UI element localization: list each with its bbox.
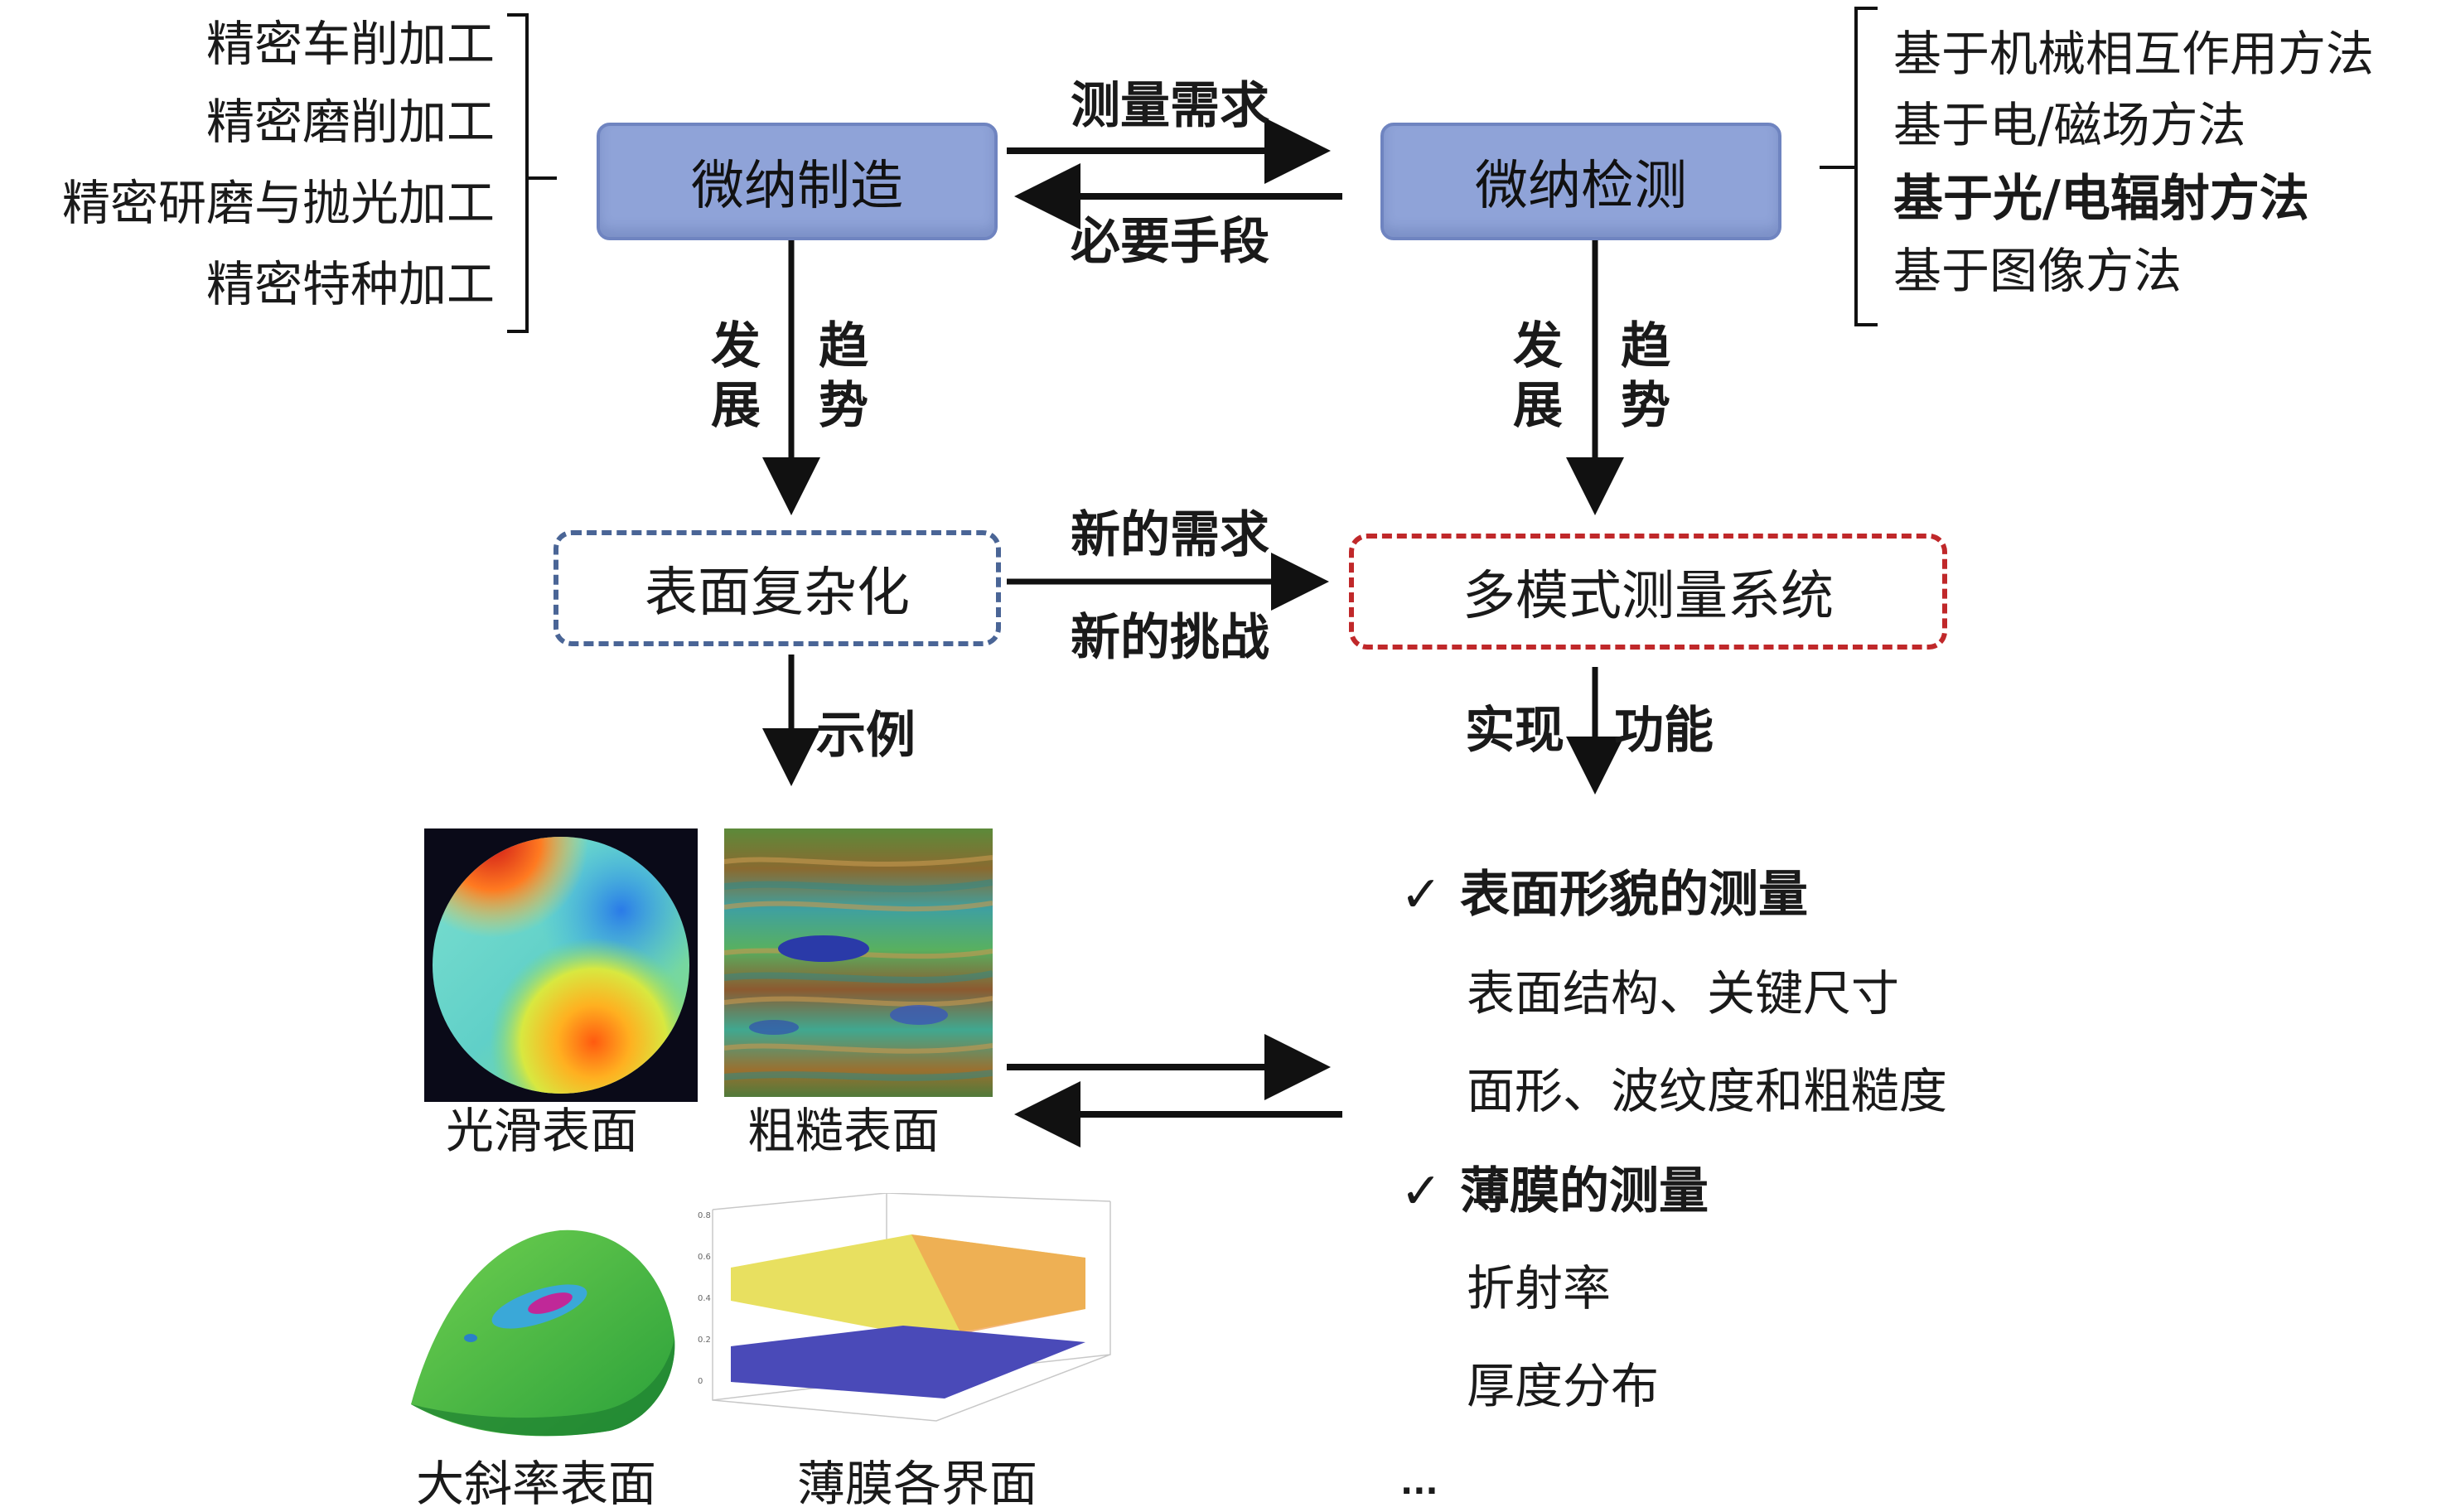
high-slope-surface-image (411, 1229, 675, 1437)
svg-text:0: 0 (698, 1377, 703, 1386)
label-necessary-means: 必要手段 (1071, 213, 1269, 271)
label-realize: 实现 (1465, 702, 1564, 760)
label-function: 功能 (1614, 702, 1714, 760)
trend-right-shi: 势 (1621, 377, 1670, 435)
label-example: 示例 (816, 707, 916, 765)
smooth-surface-image (424, 828, 698, 1102)
function-film-item-index: 折射率 (1467, 1260, 1612, 1316)
box-multimode-system: 多模式测量系统 (1349, 534, 1947, 650)
box-surface-complexity-label: 表面复杂化 (645, 563, 910, 624)
trend-left-zhan: 展 (711, 377, 761, 435)
box-micro-nano-inspection: 微纳检测 (1380, 123, 1781, 240)
function-surface-item-structure: 表面结构、关键尺寸 (1467, 965, 1900, 1022)
function-ellipsis: ... (1400, 1464, 1438, 1502)
function-surface-item-form: 面形、波纹度和粗糙度 (1467, 1063, 1948, 1119)
caption-high-slope-surface: 大斜率表面 (416, 1456, 657, 1512)
trend-right-zhan: 展 (1513, 377, 1563, 435)
label-new-challenge: 新的挑战 (1071, 609, 1269, 667)
svg-text:0.2: 0.2 (698, 1336, 711, 1345)
trend-left-fa: 发 (711, 317, 761, 375)
caption-rough-surface: 粗糙表面 (747, 1103, 940, 1159)
right-bracket (1820, 7, 1878, 326)
trend-left-shi: 势 (819, 377, 868, 435)
trend-left-qu: 趋 (819, 317, 868, 375)
rough-surface-image (724, 828, 993, 1097)
box-micro-nano-inspection-label: 微纳检测 (1475, 156, 1687, 217)
method-item-mechanical: 基于机械相互作用方法 (1893, 26, 2375, 82)
process-item-special: 精密特种加工 (205, 256, 495, 312)
trend-right-qu: 趋 (1621, 317, 1670, 375)
trend-right-fa: 发 (1513, 317, 1563, 375)
function-surface-title: 表面形貌的测量 (1460, 866, 1808, 924)
method-item-image: 基于图像方法 (1893, 243, 2183, 299)
check-icon: ✓ (1400, 1162, 1443, 1220)
check-icon: ✓ (1400, 866, 1443, 924)
thin-film-interfaces-image: 0.8 0.6 0.4 0.2 0 (698, 1193, 1111, 1422)
method-item-electromagnetic: 基于电/磁场方法 (1893, 97, 2246, 153)
svg-text:0.4: 0.4 (698, 1294, 711, 1303)
box-micro-nano-manufacturing-label: 微纳制造 (691, 156, 903, 217)
function-film-item-thickness: 厚度分布 (1467, 1358, 1660, 1414)
label-new-demand: 新的需求 (1071, 506, 1269, 564)
method-item-optical: 基于光/电辐射方法 (1893, 170, 2309, 228)
box-micro-nano-manufacturing: 微纳制造 (597, 123, 998, 240)
caption-thin-film-interfaces: 薄膜各界面 (797, 1456, 1038, 1512)
process-item-lapping: 精密研磨与抛光加工 (61, 175, 495, 231)
caption-smooth-surface: 光滑表面 (446, 1103, 639, 1159)
box-multimode-system-label: 多模式测量系统 (1462, 566, 1834, 627)
svg-text:0.8: 0.8 (698, 1211, 711, 1220)
label-measurement-demand: 测量需求 (1071, 77, 1269, 135)
box-surface-complexity: 表面复杂化 (553, 530, 1001, 646)
process-item-grinding: 精密磨削加工 (205, 94, 495, 150)
left-bracket (507, 13, 557, 333)
svg-text:0.6: 0.6 (698, 1253, 711, 1262)
function-film-title: 薄膜的测量 (1460, 1162, 1709, 1220)
process-item-turning: 精密车削加工 (205, 16, 495, 72)
